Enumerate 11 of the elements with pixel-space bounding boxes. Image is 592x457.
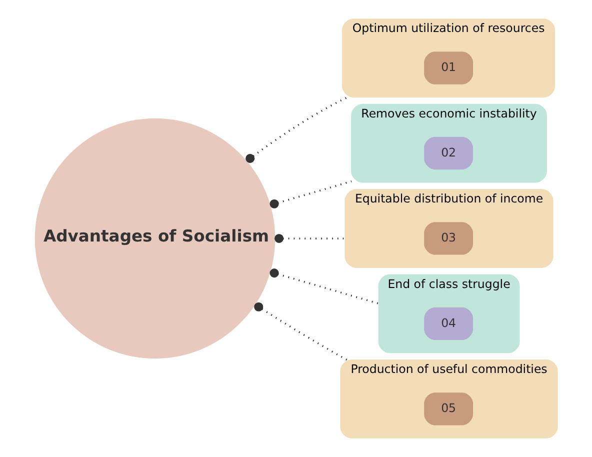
connector <box>270 180 352 208</box>
node-box: 03 <box>424 222 474 255</box>
node-box: 01 <box>424 52 474 84</box>
node-box: 02 <box>424 136 474 170</box>
node-circle: Advantages of Socialism <box>34 118 276 359</box>
connector <box>254 302 348 361</box>
connector <box>274 234 346 243</box>
connector <box>270 268 379 304</box>
connector <box>246 96 349 163</box>
node-box: 05 <box>424 392 474 426</box>
node-box: 04 <box>424 307 474 340</box>
